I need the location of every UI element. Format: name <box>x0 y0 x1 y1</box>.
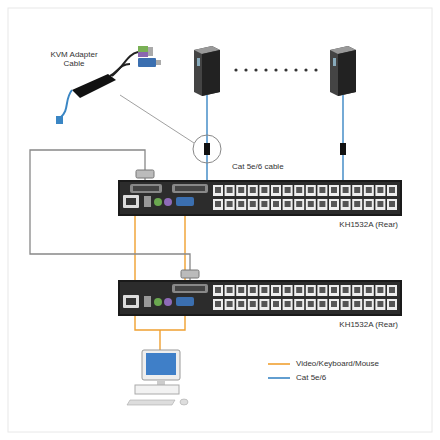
server <box>194 46 220 96</box>
callout-label: KVM Adapter Cable <box>44 50 104 68</box>
legend-text: Video/Keyboard/Mouse <box>296 359 379 368</box>
zoom-leader <box>120 95 194 143</box>
unit-label: KH1532A (Rear) <box>339 220 398 229</box>
adapter-block <box>340 143 346 155</box>
unit-label: KH1532A (Rear) <box>339 320 398 329</box>
callout-label: Cat 5e/6 cable <box>232 162 284 171</box>
server <box>330 46 356 96</box>
kvm-switch-rear <box>118 180 402 216</box>
kvm-switch-rear <box>118 280 402 316</box>
cable-plug <box>136 170 154 178</box>
frame <box>8 8 432 432</box>
console-pc <box>127 350 188 405</box>
legend-sample <box>268 377 290 379</box>
cable-plug <box>181 270 199 278</box>
legend-sample <box>268 363 290 365</box>
kvm-unit: KH1532A (Rear) <box>118 280 402 330</box>
adapter-block <box>204 143 210 155</box>
zoom-circle <box>193 135 221 163</box>
cat5-cable <box>207 95 343 184</box>
legend-text: Cat 5e/6 <box>296 373 326 382</box>
kvm-unit: KH1532A (Rear) <box>118 180 402 230</box>
ellipsis-dots <box>234 68 317 71</box>
